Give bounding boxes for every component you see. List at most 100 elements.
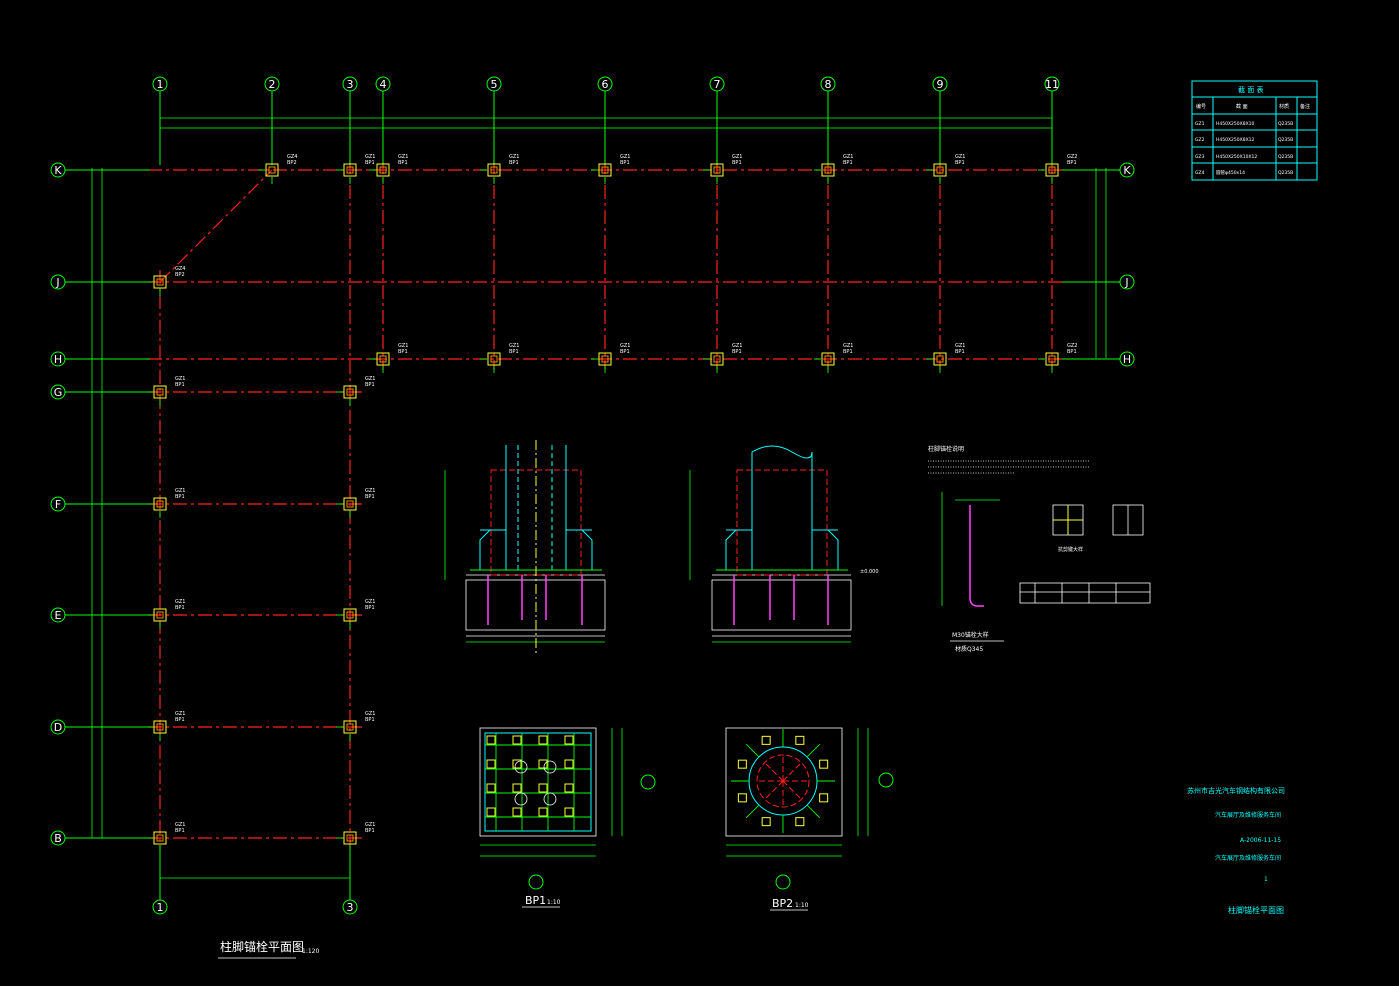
plate-tag: BP1 bbox=[732, 160, 742, 166]
radial-stiffener bbox=[745, 743, 760, 758]
axis-bubble-label: B bbox=[54, 832, 62, 845]
column-tag: GZ1 bbox=[365, 154, 375, 160]
plate-tag: BP1 bbox=[955, 160, 965, 166]
section-table-header: 备注 bbox=[1300, 103, 1310, 110]
column-tag: GZ1 bbox=[365, 488, 375, 494]
stiffener-caption: 抗剪键大样 bbox=[1058, 546, 1083, 553]
plate-tag: BP1 bbox=[175, 828, 185, 834]
axis-bubble: 2 bbox=[264, 76, 280, 92]
section-table-cell: GZ3 bbox=[1195, 154, 1205, 160]
axis-bubble-label: D bbox=[54, 721, 62, 734]
column-tag: GZ4 bbox=[287, 154, 297, 160]
section-table-cell: Q235B bbox=[1278, 170, 1293, 176]
base-plate bbox=[153, 497, 167, 511]
bolt-hole bbox=[795, 735, 805, 745]
bp1-scale: 1:10 bbox=[547, 899, 561, 906]
base-plate bbox=[153, 608, 167, 622]
bolt-hole bbox=[795, 817, 805, 827]
column-tag: GZ1 bbox=[175, 822, 185, 828]
drawing-title: 柱脚锚栓平面图 bbox=[1228, 905, 1284, 915]
axis-bubble-circle bbox=[342, 899, 358, 915]
axis-bubble-label: 9 bbox=[937, 78, 944, 91]
plate-tag: BP1 bbox=[365, 494, 375, 500]
bp1-elevation-detail bbox=[444, 440, 606, 655]
bolt-hole bbox=[486, 759, 496, 769]
bp2-elevation-detail: ±0.000 bbox=[689, 445, 879, 643]
axis-bubble-circle bbox=[50, 351, 66, 367]
plate-tag: BP1 bbox=[843, 160, 853, 166]
bp1-label: BP1 bbox=[525, 894, 546, 907]
plan-scale: 1:120 bbox=[302, 948, 319, 955]
bolt-hole bbox=[564, 783, 574, 793]
section-table-cell: Q235B bbox=[1278, 137, 1293, 143]
base-plate bbox=[598, 163, 612, 177]
axis-bubble-circle bbox=[1044, 76, 1060, 92]
column-tag: GZ1 bbox=[398, 154, 408, 160]
base-plate bbox=[343, 385, 357, 399]
axis-bubble: 3 bbox=[342, 899, 358, 915]
axis-bubble-circle bbox=[597, 76, 613, 92]
bolt-hole bbox=[819, 759, 829, 769]
project-name: 汽车展厅及维修服务车间 bbox=[1215, 811, 1281, 819]
drawing-number: A-2006-11-15 bbox=[1240, 837, 1281, 844]
plate-tag: BP1 bbox=[365, 160, 375, 166]
sheet-number: 1 bbox=[1264, 876, 1268, 883]
axis-bubble: K bbox=[50, 162, 66, 178]
column-section bbox=[490, 355, 498, 363]
column-tag: GZ1 bbox=[955, 154, 965, 160]
plan-axis-lines bbox=[65, 91, 1120, 900]
bolt-hole bbox=[737, 759, 747, 769]
column-tag: GZ1 bbox=[175, 599, 185, 605]
section-table-cell: H450X250X8X10 bbox=[1216, 121, 1255, 127]
plate-tag: BP1 bbox=[365, 828, 375, 834]
radial-stiffener bbox=[806, 804, 821, 819]
axis-bubble-circle bbox=[50, 607, 66, 623]
bolt-label: M30锚栓大样 bbox=[952, 631, 989, 639]
axis-bubble-circle bbox=[1119, 351, 1135, 367]
anchor-notes-title: 柱脚锚栓说明 bbox=[928, 445, 964, 453]
base-plate bbox=[821, 352, 835, 366]
axis-bubble-circle bbox=[152, 899, 168, 915]
axis-bubble: 4 bbox=[375, 76, 391, 92]
axis-bubble: B bbox=[50, 830, 66, 846]
radial-axis bbox=[764, 762, 784, 782]
plate-tag: BP1 bbox=[620, 160, 630, 166]
base-plate bbox=[153, 385, 167, 399]
column-tag: GZ1 bbox=[509, 343, 519, 349]
axis-bubble-circle bbox=[820, 76, 836, 92]
axis-bubble-label: 5 bbox=[491, 78, 498, 91]
bolt-hole bbox=[512, 807, 522, 817]
column-section bbox=[346, 166, 354, 174]
axis-bubble-label: E bbox=[55, 609, 62, 622]
bolt-hole bbox=[564, 735, 574, 745]
base-plate bbox=[487, 352, 501, 366]
column-tag: GZ1 bbox=[365, 376, 375, 382]
base-plate bbox=[153, 720, 167, 734]
bolt-hole bbox=[564, 807, 574, 817]
bp2-scale: 1:10 bbox=[795, 902, 809, 909]
base-plate bbox=[265, 163, 279, 177]
axis-bubble-label: 1 bbox=[157, 901, 164, 914]
section-table-cell: H450X250X10X12 bbox=[1216, 154, 1257, 160]
base-plate bbox=[710, 163, 724, 177]
column-section bbox=[713, 166, 721, 174]
column-section bbox=[824, 355, 832, 363]
axis-bubble: D bbox=[50, 719, 66, 735]
base-plate bbox=[933, 163, 947, 177]
base-plate bbox=[598, 352, 612, 366]
